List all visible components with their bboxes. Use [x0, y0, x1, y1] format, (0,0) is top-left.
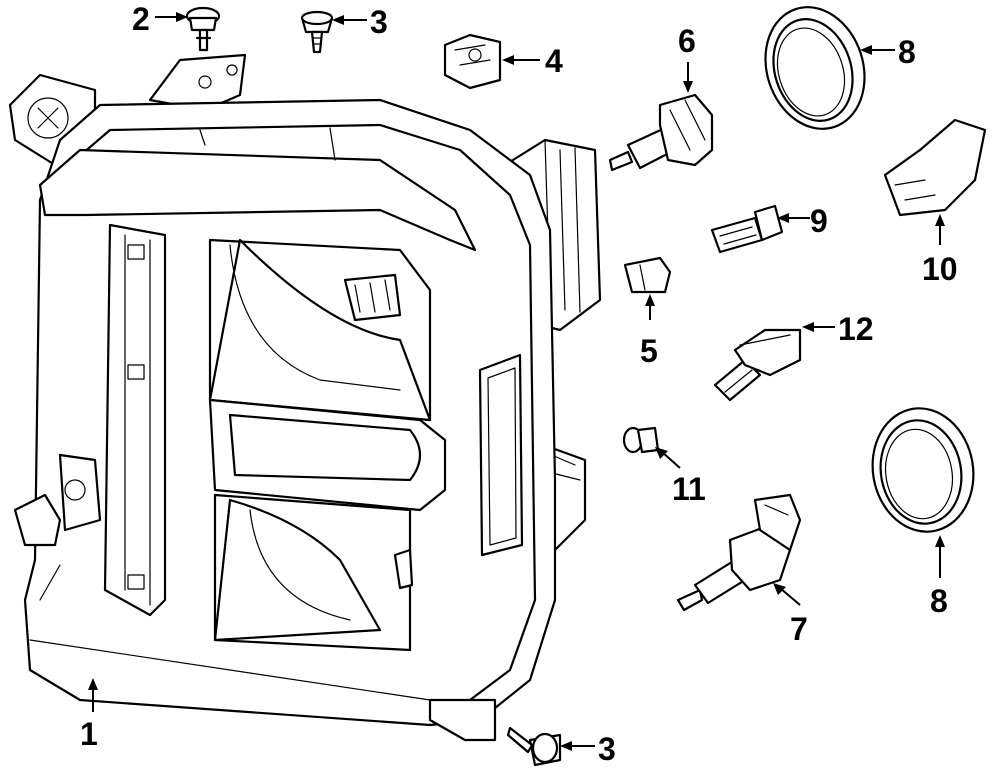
callout-5-label: 5 — [640, 333, 658, 369]
callout-2-label: 2 — [132, 1, 150, 37]
callout-8-upper-label: 8 — [898, 34, 916, 70]
seal-ring-part-lower — [871, 407, 975, 533]
callout-9: 9 — [777, 203, 828, 239]
push-pin-part — [185, 6, 221, 52]
callout-12: 12 — [802, 311, 874, 347]
callout-2: 2 — [132, 1, 188, 37]
bulb-socket-part-12 — [713, 328, 802, 402]
callout-7-label: 7 — [790, 611, 808, 647]
callout-10: 10 — [922, 214, 958, 287]
callout-6-label: 6 — [678, 23, 696, 59]
callout-1-label: 1 — [80, 716, 98, 752]
headlamp-assembly-part — [8, 53, 602, 742]
callout-7: 7 — [773, 583, 808, 647]
headlamp-bulb-part-6 — [608, 93, 714, 172]
callout-12-label: 12 — [838, 311, 874, 347]
callout-4-label: 4 — [545, 43, 563, 79]
socket-part-5 — [623, 256, 672, 294]
callout-8-upper: 8 — [860, 34, 916, 70]
callout-3-lower-label: 3 — [598, 731, 616, 767]
bolt-part-lower — [506, 726, 562, 767]
callout-1: 1 — [80, 678, 98, 752]
callout-4: 4 — [502, 43, 563, 79]
callout-3-lower: 3 — [560, 731, 616, 767]
callout-11-label: 11 — [672, 471, 706, 507]
socket-part-10 — [883, 118, 987, 217]
seal-ring-part-upper — [764, 6, 866, 130]
mini-bulb-part-11 — [622, 426, 660, 454]
bolt-part-upper — [300, 10, 334, 54]
callout-11: 11 — [655, 447, 706, 507]
callout-10-label: 10 — [922, 251, 958, 287]
callout-3-upper-label: 3 — [370, 4, 388, 40]
headlamp-bulb-part-7 — [676, 493, 802, 612]
callout-8-lower: 8 — [930, 535, 948, 619]
callout-9-label: 9 — [810, 203, 828, 239]
clip-nut-part — [443, 33, 502, 90]
callout-5: 5 — [640, 294, 658, 369]
callout-3-upper: 3 — [332, 4, 388, 40]
wedge-bulb-part-9 — [710, 204, 784, 254]
callout-6: 6 — [678, 23, 696, 93]
callout-8-lower-label: 8 — [930, 583, 948, 619]
